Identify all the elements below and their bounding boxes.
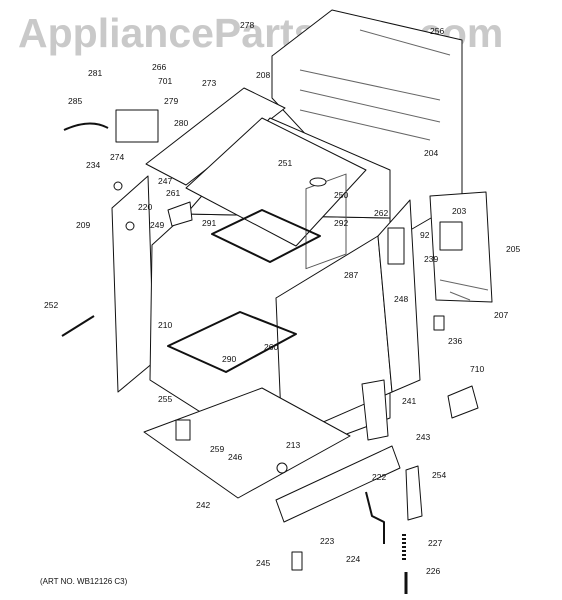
part-label-226: 226 [426,566,440,576]
wire-harness [63,122,109,131]
part-label-266: 266 [152,62,166,72]
part-label-281: 281 [88,68,102,78]
part-label-252: 252 [44,300,58,310]
part-label-247: 247 [158,176,172,186]
part-label-280: 280 [174,118,188,128]
part-label-292: 292 [334,218,348,228]
part-label-208: 208 [256,70,270,80]
part-label-274: 274 [110,152,124,162]
bushing [125,221,135,231]
part-label-210: 210 [158,320,172,330]
broil-element [211,209,321,263]
part-label-255: 255 [158,394,172,404]
part-label-220: 220 [138,202,152,212]
part-label-291: 291 [202,218,216,228]
part-label-224: 224 [346,554,360,564]
part-label-223: 223 [320,536,334,546]
bake-element [167,311,297,373]
vent-part [309,177,327,187]
leveling-leg [291,551,303,571]
part-label-287: 287 [344,270,358,280]
bottom-drawer-panel [143,387,351,499]
part-label-290: 290 [222,354,236,364]
part-label-248: 248 [394,294,408,304]
part-label-205: 205 [506,244,520,254]
part-label-261: 261 [166,188,180,198]
part-label-236: 236 [448,336,462,346]
part-label-254: 254 [432,470,446,480]
part-label-227: 227 [428,538,442,548]
part-label-249: 249 [150,220,164,230]
part-label-273: 273 [202,78,216,88]
part-label-234: 234 [86,160,100,170]
clip [433,315,445,331]
part-label-260: 260 [264,342,278,352]
part-label-209: 209 [76,220,90,230]
hinge-receiver [365,491,385,544]
part-label-251: 251 [278,158,292,168]
sensor-probe [61,315,95,337]
part-label-222: 222 [372,472,386,482]
control-bracket [387,227,405,265]
part-label-262: 262 [374,208,388,218]
part-label-279: 279 [164,96,178,106]
hinge [405,465,423,521]
part-label-250: 250 [334,190,348,200]
part-label-239: 239 [424,254,438,264]
part-label-278: 278 [240,20,254,30]
anti-tip-bracket [447,385,479,419]
part-label-246: 246 [228,452,242,462]
top-panel [145,87,286,186]
part-label-259: 259 [210,444,224,454]
leg-bracket [361,379,389,441]
switch-assembly [115,109,159,143]
part-label-242: 242 [196,500,210,510]
part-label-204: 204 [424,148,438,158]
part-label-245: 245 [256,558,270,568]
terminal-block [439,221,463,251]
part-label-213: 213 [286,440,300,450]
cavity-top-panel [185,117,367,247]
part-label-203: 203 [452,206,466,216]
art-number: (ART NO. WB12126 C3) [40,577,128,586]
screw [113,181,123,191]
part-label-207: 207 [494,310,508,320]
part-label-285: 285 [68,96,82,106]
part-label-256: 256 [430,26,444,36]
part-label-701: 701 [158,76,172,86]
lamp-socket [276,462,288,474]
bracket-247 [167,201,193,227]
toe-kick [275,445,401,523]
part-label-243: 243 [416,432,430,442]
part-label-710: 710 [470,364,484,374]
broiler-pan [175,419,191,441]
part-label-241: 241 [402,396,416,406]
part-label-92: 92 [420,230,430,240]
